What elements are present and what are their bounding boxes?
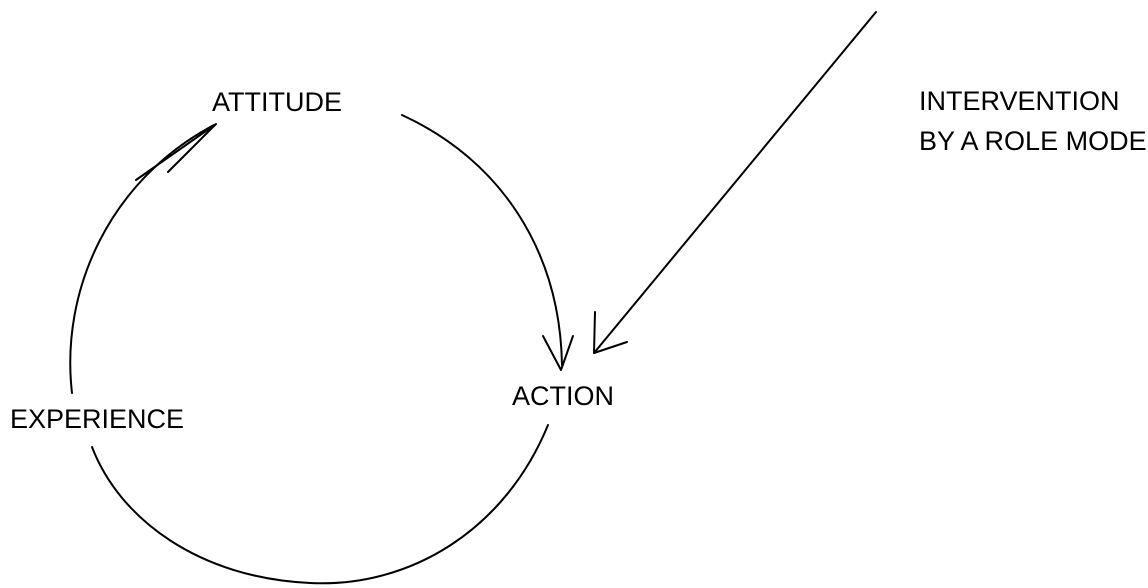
node-label-attitude: ATTITUDE xyxy=(212,87,342,117)
arc-attitude-to-action xyxy=(401,114,563,366)
intervention-arrow-line xyxy=(593,11,877,354)
intervention-arrowhead xyxy=(593,311,628,354)
arrowhead-into-action xyxy=(542,335,574,371)
node-label-action: ACTION xyxy=(512,381,614,411)
intervention-label-line-2: BY A ROLE MODEL xyxy=(919,126,1148,156)
node-label-experience: EXPERIENCE xyxy=(10,404,184,434)
intervention-label-line-1: INTERVENTION xyxy=(919,86,1120,116)
arc-action-to-experience xyxy=(91,424,549,585)
arc-experience-to-attitude xyxy=(69,124,215,394)
arrowhead-into-attitude xyxy=(135,123,217,181)
